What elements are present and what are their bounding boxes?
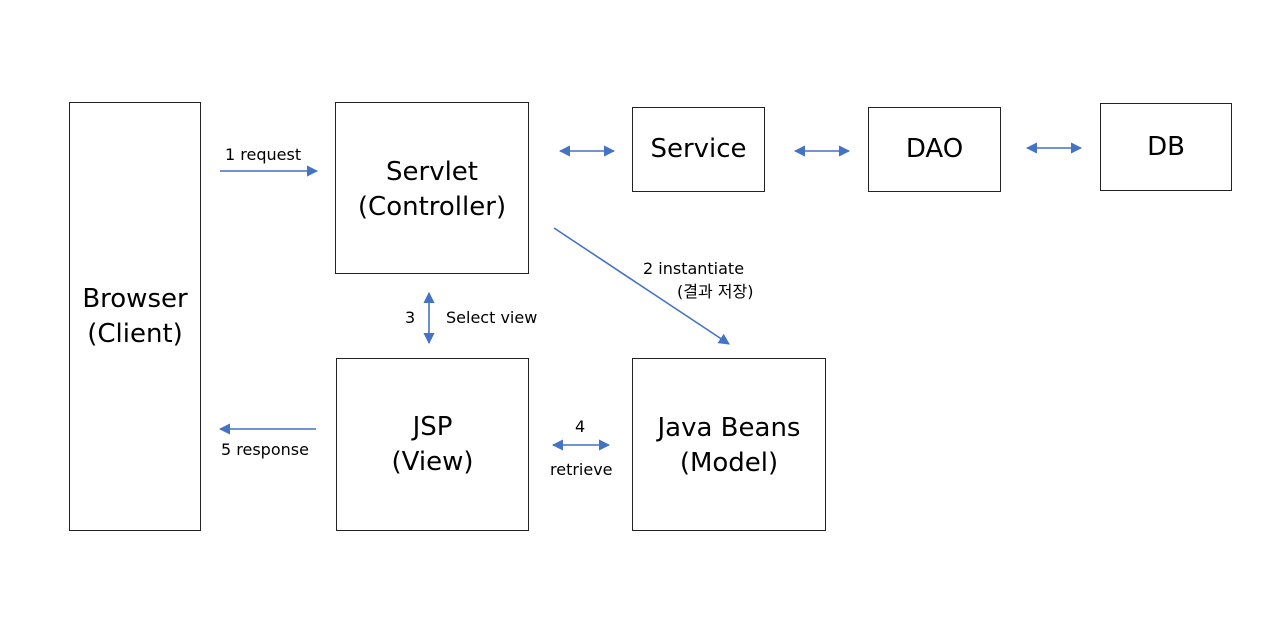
dao-box: DAO: [868, 107, 1001, 192]
instantiate-note: (결과 저장): [677, 282, 754, 301]
instantiate-label: 2 instantiate: [643, 259, 745, 278]
jsp-subtitle: (View): [391, 447, 474, 477]
select-view-label: Select view: [446, 308, 538, 327]
servlet-box: Servlet (Controller): [335, 102, 529, 274]
response-label: 5 response: [221, 440, 309, 459]
dao-title: DAO: [905, 134, 964, 164]
browser-title: Browser: [82, 283, 188, 314]
db-box: DB: [1100, 103, 1232, 191]
browser-subtitle: (Client): [87, 318, 183, 349]
servlet-title: Servlet: [386, 157, 478, 187]
jsp-title: JSP: [412, 412, 453, 442]
javabeans-subtitle: (Model): [679, 448, 779, 478]
servlet-subtitle: (Controller): [357, 192, 507, 222]
service-title: Service: [650, 134, 747, 164]
instantiate-arrow: [553, 227, 730, 345]
javabeans-box: Java Beans (Model): [632, 358, 826, 531]
db-title: DB: [1147, 131, 1185, 162]
retrieve-label: retrieve: [550, 460, 613, 479]
service-box: Service: [632, 107, 765, 192]
retrieve-number: 4: [575, 417, 586, 436]
browser-box: Browser (Client): [69, 102, 201, 531]
jsp-box: JSP (View): [336, 358, 529, 531]
request-label: 1 request: [225, 145, 302, 164]
javabeans-title: Java Beans: [657, 413, 801, 443]
select-view-number: 3: [405, 308, 416, 327]
